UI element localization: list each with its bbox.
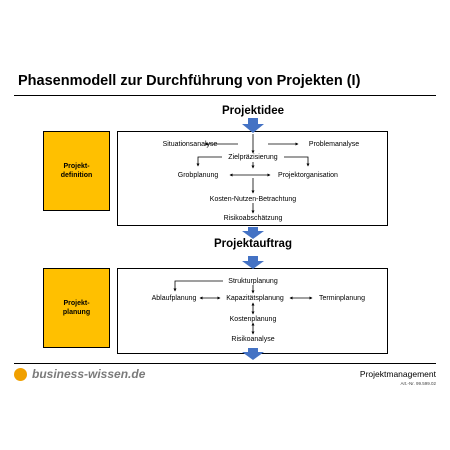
slide-title: Phasenmodell zur Durchführung von Projek… — [18, 73, 361, 89]
node-risikoabschaetzung: Risikoabschätzung — [223, 215, 283, 222]
milestone-projektauftrag: Projektauftrag — [214, 238, 292, 250]
connector — [196, 156, 222, 167]
connector — [284, 156, 310, 167]
connector — [173, 280, 223, 292]
node-problemanalyse: Problemanalyse — [308, 141, 360, 148]
flow-arrow-icon — [242, 348, 264, 360]
node-grobplanung: Grobplanung — [177, 172, 219, 179]
flow-arrow-icon — [242, 227, 264, 239]
phase-label-text: Projekt- definition — [60, 162, 93, 179]
node-kapazitaetsplanung: Kapazitätsplanung — [226, 295, 284, 302]
node-terminplanung: Terminplanung — [319, 295, 365, 302]
flow-arrow-icon — [242, 256, 264, 269]
node-projektorganisation: Projektorganisation — [278, 172, 338, 179]
footer-title: Projektmanagement — [359, 369, 436, 379]
node-strukturplanung: Strukturplanung — [228, 278, 278, 285]
node-ablaufplanung: Ablaufplanung — [151, 295, 197, 302]
node-kosten-nutzen: Kosten-Nutzen-Betrachtung — [209, 196, 297, 203]
flow-arrow-icon — [242, 118, 264, 133]
phase-label-projektdefinition: Projekt- definition — [43, 131, 110, 211]
node-zielpraezisierung: Zielpräzisierung — [228, 154, 278, 161]
phase-frame-projektdefinition — [117, 131, 388, 226]
node-risikoanalyse: Risikoanalyse — [231, 336, 275, 343]
footer-info: Projektmanagement Art.-Nr. 99.599.02 — [360, 369, 436, 386]
milestone-projektidee: Projektidee — [222, 105, 284, 117]
article-number: Art.-Nr. 99.599.02 — [400, 381, 436, 386]
node-situationsanalyse: Situationsanalyse — [162, 141, 218, 148]
phase-label-text: Projekt- planung — [62, 299, 91, 316]
logo-dot-icon — [14, 367, 27, 381]
title-divider — [14, 95, 436, 96]
node-kostenplanung: Kostenplanung — [229, 316, 277, 323]
logo-text: business-wissen.de — [32, 367, 146, 381]
phase-label-projektplanung: Projekt- planung — [43, 268, 110, 348]
brand-logo: business-wissen.de — [14, 367, 145, 381]
footer-divider — [14, 363, 436, 364]
